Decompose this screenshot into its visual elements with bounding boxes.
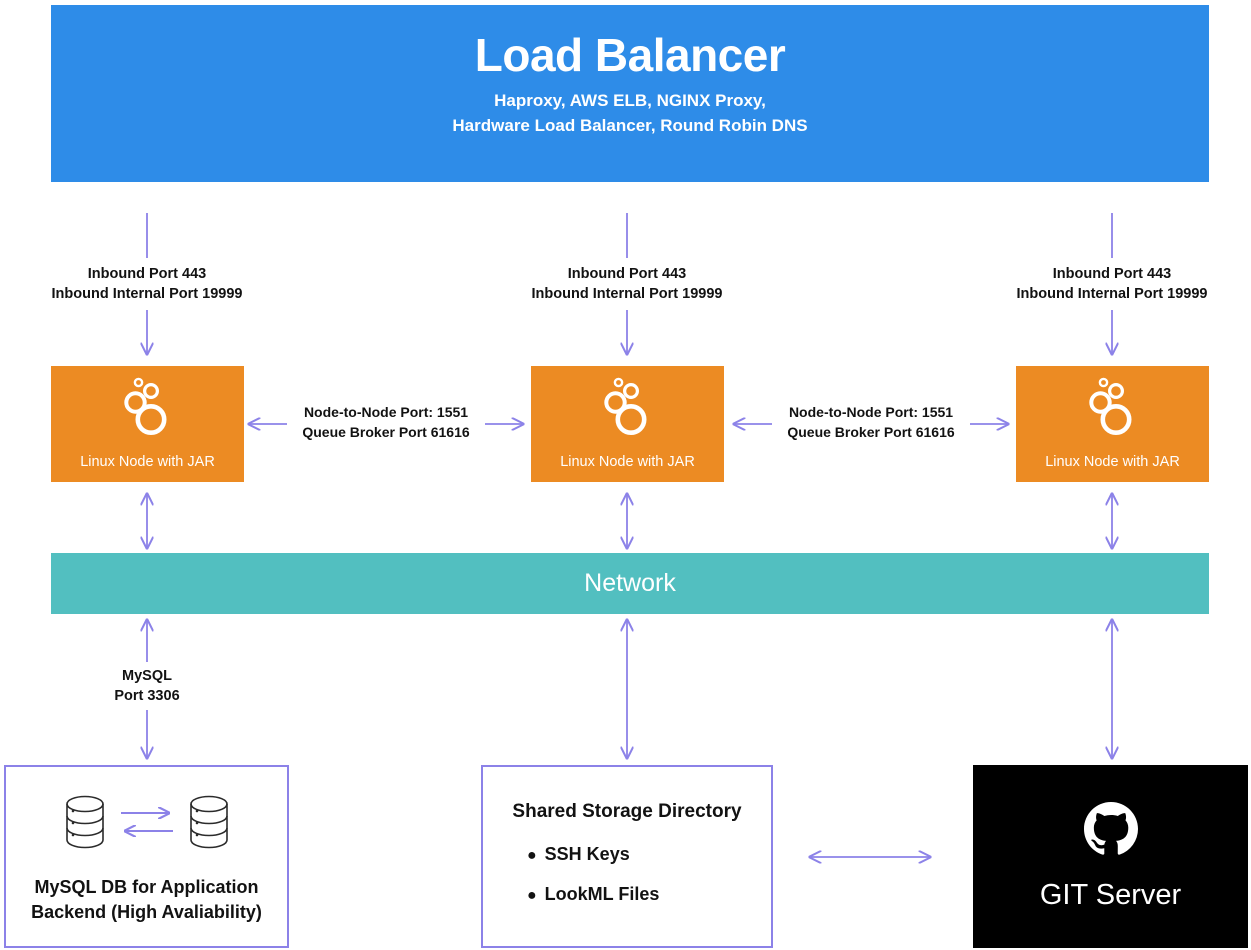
shared-storage-title: Shared Storage Directory [512, 801, 742, 822]
inbound-label-node-1-line1: Inbound Port 443 [87, 266, 207, 282]
inbound-label-node-3-line1: Inbound Port 443 [1052, 266, 1172, 282]
inbound-label-node-2-line1: Inbound Port 443 [567, 266, 687, 282]
node-to-node-label-1-2-line2: Queue Broker Port 61616 [302, 424, 470, 441]
network-label: Network [584, 569, 676, 597]
inbound-label-node-1-line2: Inbound Internal Port 19999 [51, 286, 243, 303]
linux-node-3-label: Linux Node with JAR [1045, 454, 1180, 470]
shared-storage-item-label: SSH Keys [544, 844, 630, 864]
load-balancer-subtitle-line2: Hardware Load Balancer, Round Robin DNS [452, 115, 808, 135]
node-to-node-label-1-2: Node-to-Node Port: 1551 Queue Broker Por… [261, 402, 511, 443]
shared-storage-list: ● SSH Keys ● LookML Files [527, 844, 659, 923]
git-server-block: GIT Server [973, 765, 1248, 948]
rings-icon [120, 374, 176, 443]
list-item: ● SSH Keys [527, 844, 659, 866]
shared-storage-item-label: LookML Files [544, 883, 660, 904]
linux-node-2-label: Linux Node with JAR [560, 454, 695, 470]
load-balancer-title: Load Balancer [474, 29, 786, 81]
load-balancer-subtitle: Haproxy, AWS ELB, NGINX Proxy, Hardware … [452, 89, 807, 138]
mysql-database-caption-line2: Backend (High Avaliability) [31, 901, 262, 922]
mysql-connection-label: MySQL Port 3306 [47, 666, 247, 707]
rings-icon [1085, 374, 1141, 443]
mysql-database-block: MySQL DB for Application Backend (High A… [4, 765, 289, 948]
database-cylinder-icon [187, 793, 231, 856]
inbound-label-node-2: Inbound Port 443 Inbound Internal Port 1… [502, 264, 752, 305]
inbound-label-node-3: Inbound Port 443 Inbound Internal Port 1… [987, 264, 1237, 305]
github-octocat-icon [1083, 801, 1138, 861]
linux-node-1-label: Linux Node with JAR [80, 454, 215, 470]
node-to-node-label-2-3-line2: Queue Broker Port 61616 [787, 424, 955, 441]
network-block: Network [51, 553, 1209, 614]
database-replication-arrows [117, 800, 177, 849]
inbound-label-node-1: Inbound Port 443 Inbound Internal Port 1… [22, 264, 272, 305]
mysql-connection-label-line1: MySQL [122, 668, 172, 684]
database-replication-group [6, 793, 287, 856]
linux-node-2[interactable]: Linux Node with JAR [531, 366, 724, 482]
linux-node-3[interactable]: Linux Node with JAR [1016, 366, 1209, 482]
inbound-label-node-3-line2: Inbound Internal Port 19999 [1016, 286, 1208, 303]
inbound-label-node-2-line2: Inbound Internal Port 19999 [531, 286, 723, 303]
shared-storage-block: Shared Storage Directory ● SSH Keys ● Look… [481, 765, 773, 948]
bullet-icon: ● [527, 847, 537, 864]
node-to-node-label-2-3-line1: Node-to-Node Port: 1551 [788, 404, 954, 420]
list-item: ● LookML Files [527, 884, 659, 906]
mysql-database-caption-line1: MySQL DB for Application [34, 877, 259, 898]
node-to-node-label-1-2-line1: Node-to-Node Port: 1551 [303, 404, 469, 420]
git-server-label: GIT Server [1039, 878, 1182, 911]
rings-icon [600, 374, 656, 443]
mysql-connection-label-line2: Port 3306 [114, 688, 180, 705]
bullet-icon: ● [527, 886, 537, 904]
load-balancer-block: Load Balancer Haproxy, AWS ELB, NGINX Pr… [51, 5, 1209, 182]
load-balancer-subtitle-line1: Haproxy, AWS ELB, NGINX Proxy, [494, 91, 766, 111]
database-cylinder-icon [63, 793, 107, 856]
node-to-node-label-2-3: Node-to-Node Port: 1551 Queue Broker Por… [746, 402, 996, 443]
mysql-database-caption: MySQL DB for Application Backend (High A… [6, 875, 287, 924]
linux-node-1[interactable]: Linux Node with JAR [51, 366, 244, 482]
